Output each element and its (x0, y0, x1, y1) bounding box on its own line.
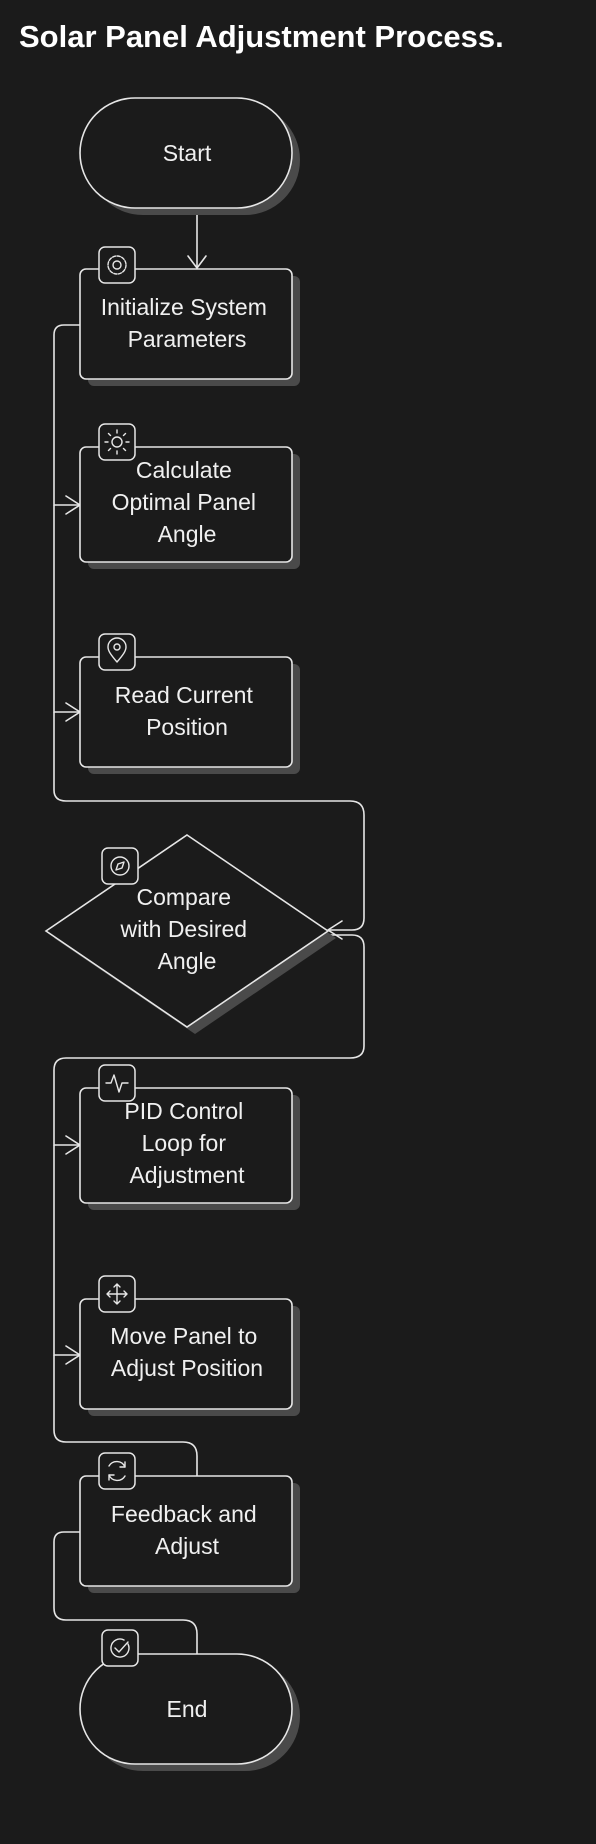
node-pid[interactable]: PID Control Loop for Adjustment (79, 1064, 300, 1210)
map-pin-icon (98, 633, 136, 671)
node-calc-label: Calculate Optimal Panel Angle (112, 457, 263, 547)
node-feedback[interactable]: Feedback and Adjust (79, 1452, 300, 1593)
edge-compare-to-pid (53, 934, 365, 1146)
node-compare-label: Compare with Desired Angle (120, 884, 254, 974)
node-init-label: Initialize System Parameters (101, 294, 274, 352)
arrowhead (187, 255, 207, 270)
compass-icon (101, 847, 139, 885)
node-move-label: Move Panel to Adjust Position (110, 1323, 263, 1381)
node-move[interactable]: Move Panel to Adjust Position (79, 1275, 300, 1416)
gear-icon (98, 246, 136, 284)
edge-init-to-calc (53, 324, 80, 506)
node-compare[interactable]: Compare with Desired Angle (44, 834, 336, 1034)
move-arrows-icon (98, 1275, 136, 1313)
edge-pid-to-move (53, 1145, 80, 1356)
node-start-label: Start (163, 140, 212, 166)
check-circle-icon (101, 1629, 139, 1667)
refresh-icon (98, 1452, 136, 1490)
edge-read-to-compare (53, 712, 365, 931)
node-pid-label: PID Control Loop for Adjustment (124, 1098, 249, 1188)
node-read-label: Read Current Position (115, 682, 259, 740)
node-start[interactable]: Start (79, 97, 300, 215)
edge-calc-to-read (53, 505, 80, 713)
node-feedback-label: Feedback and Adjust (111, 1501, 263, 1559)
sun-icon (98, 423, 136, 461)
page-title: Solar Panel Adjustment Process. (19, 19, 504, 54)
activity-icon (98, 1064, 136, 1102)
edge-move-to-feedback (53, 1355, 198, 1585)
arrowhead (326, 920, 343, 940)
node-read[interactable]: Read Current Position (79, 633, 300, 774)
node-init[interactable]: Initialize System Parameters (79, 246, 300, 386)
node-calc[interactable]: Calculate Optimal Panel Angle (79, 423, 300, 569)
node-end[interactable]: End (79, 1629, 300, 1771)
edge-feedback-to-end (53, 1531, 198, 1763)
node-end-label: End (167, 1696, 208, 1722)
